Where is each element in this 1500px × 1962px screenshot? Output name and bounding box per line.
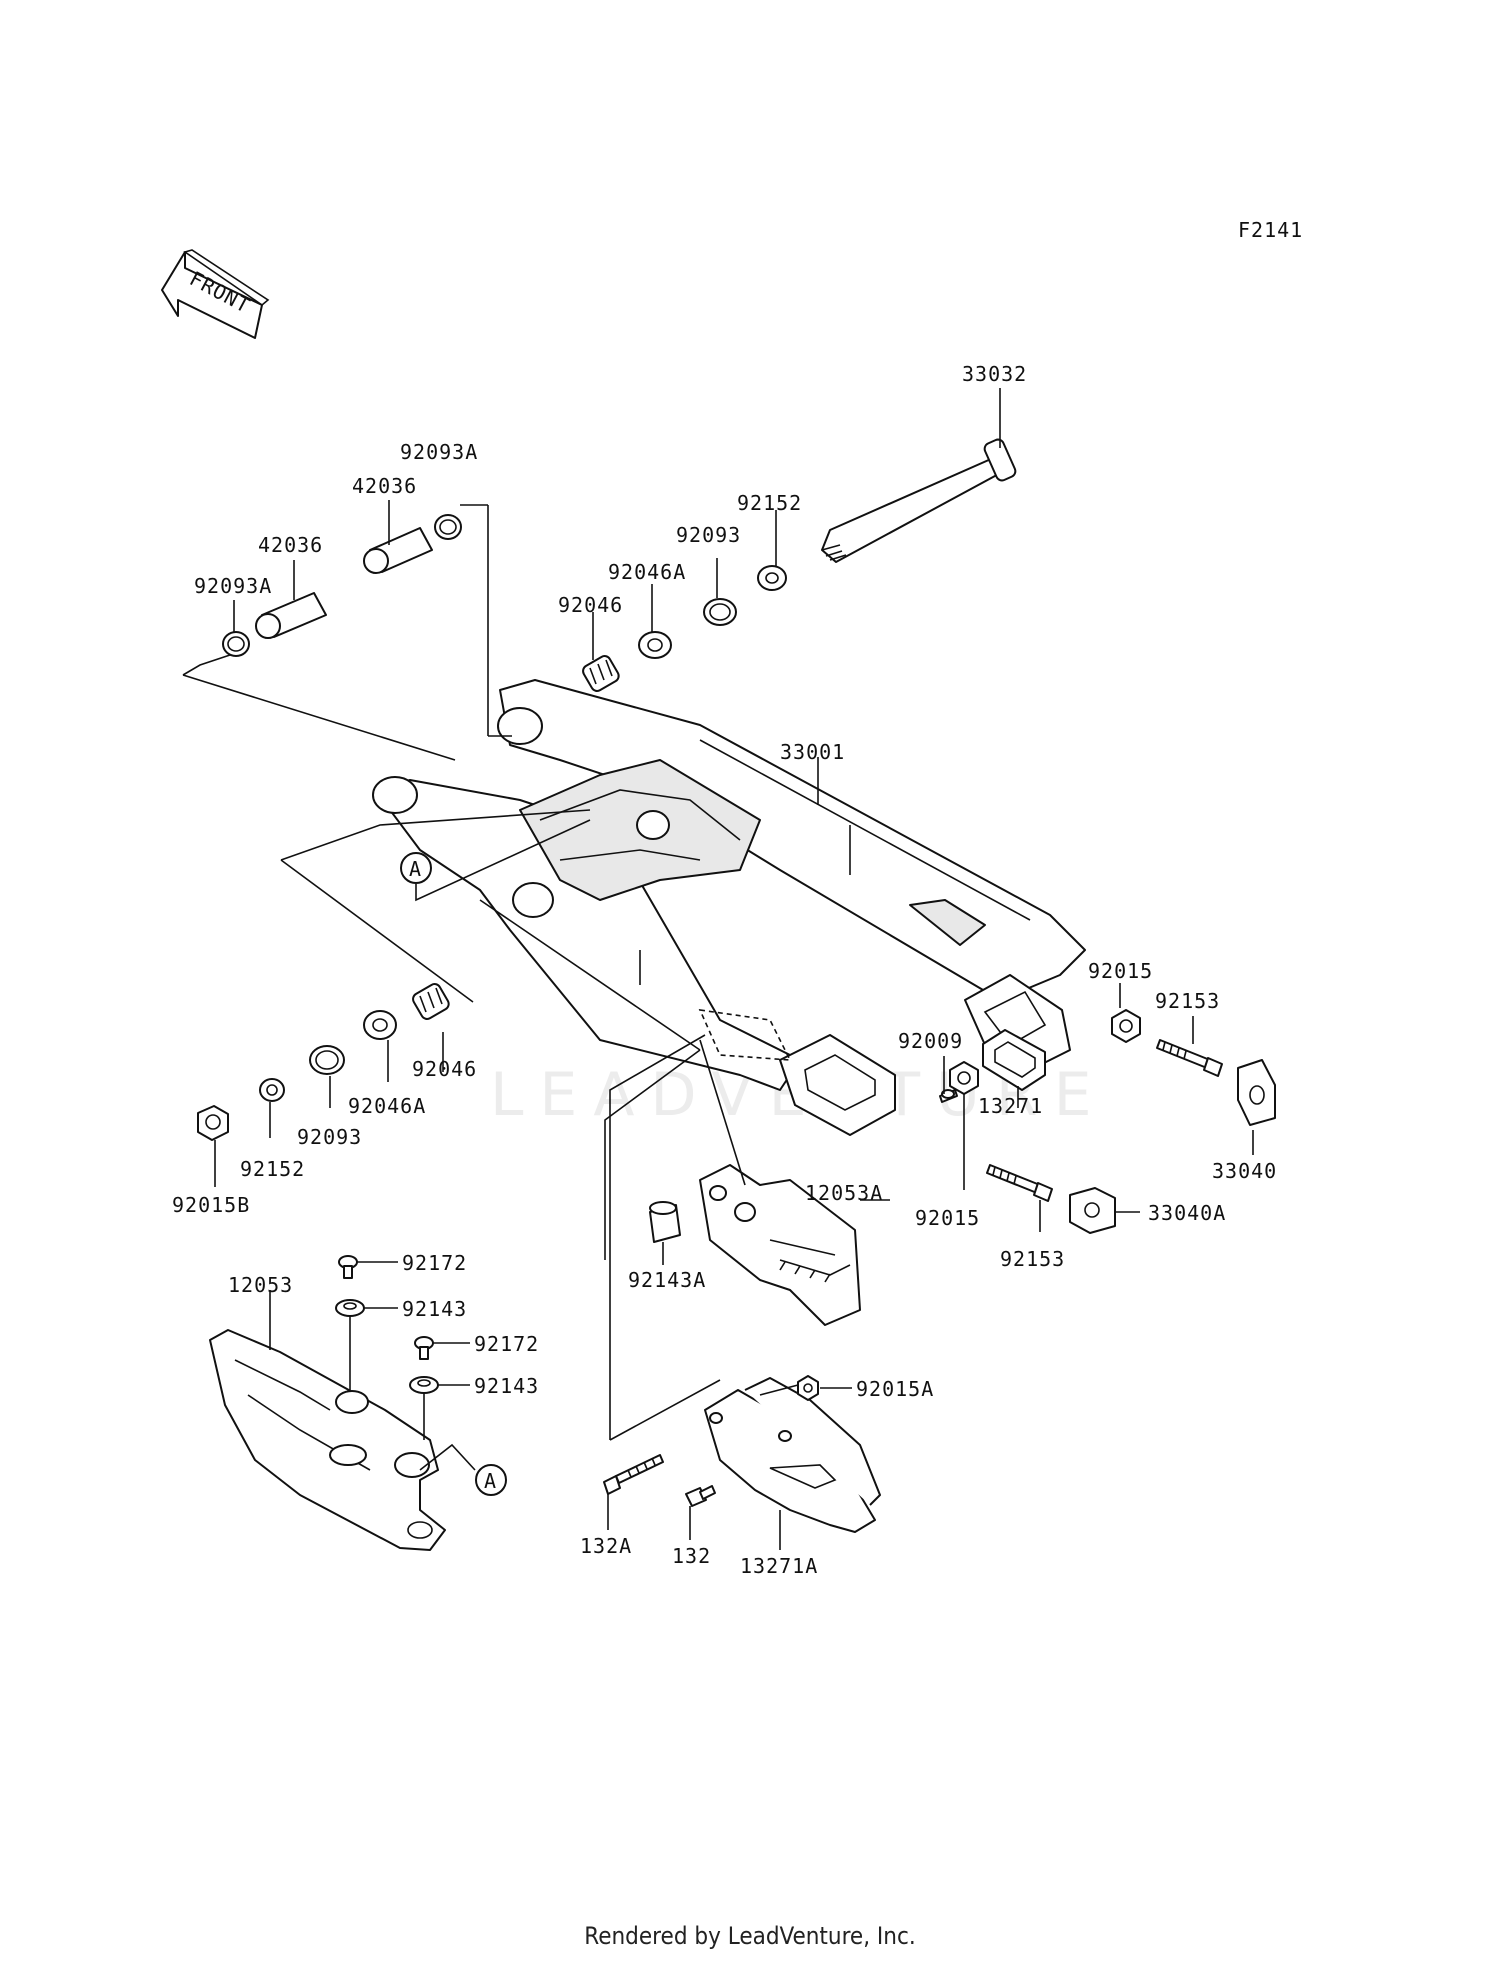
spacer-92143A [649, 1201, 681, 1243]
bolt-132 [685, 1485, 716, 1507]
leader-lines [182, 388, 1254, 1550]
nut-92015A [797, 1375, 819, 1401]
bolt-92153-right [1156, 1039, 1223, 1077]
label-92046A-bottom: 92046A [348, 1094, 426, 1118]
label-13271A: 13271A [740, 1554, 818, 1578]
label-92015A: 92015A [856, 1377, 934, 1401]
seal-92093A-left [222, 631, 250, 657]
label-92143A: 92143A [628, 1268, 706, 1292]
label-42036-left: 42036 [258, 533, 323, 557]
label-33040A: 33040A [1148, 1201, 1226, 1225]
label-12053: 12053 [228, 1273, 293, 1297]
label-92093-bottom: 92093 [297, 1125, 362, 1149]
part-labels: 33032 92093A 42036 42036 92093A 92152 92… [172, 362, 1277, 1578]
nut-92015B [197, 1105, 229, 1141]
seal-92093-top [703, 598, 737, 626]
label-92153-mid: 92153 [1000, 1247, 1065, 1271]
washer-92152-top [757, 565, 787, 591]
bearing-92046-bottom [412, 983, 450, 1020]
collar-92046A-top [638, 631, 672, 659]
seal-92093-bottom [309, 1045, 345, 1075]
label-33040: 33040 [1212, 1159, 1277, 1183]
label-92093A-left: 92093A [194, 574, 272, 598]
bearing-92046-top [582, 655, 620, 692]
chain-guide-13271A [704, 1377, 881, 1533]
label-92152-bottom: 92152 [240, 1157, 305, 1181]
nut-92015-mid [949, 1061, 979, 1095]
label-92015-right: 92015 [1088, 959, 1153, 983]
swingarm-body [372, 679, 1086, 1136]
callout-a-upper-label: A [409, 857, 422, 881]
washer-92143-b [409, 1376, 439, 1394]
label-92143-b: 92143 [474, 1374, 539, 1398]
callout-a-upper: A [400, 852, 432, 884]
collar-92046A-bottom [363, 1010, 397, 1040]
block-33040 [1237, 1059, 1276, 1126]
pivot-shaft-33032 [821, 438, 1017, 563]
collar-42036-top [363, 527, 433, 574]
nut-92015-right [1111, 1009, 1141, 1043]
bolt-132A [603, 1454, 664, 1495]
label-92046-top: 92046 [558, 593, 623, 617]
screw-92009 [939, 1089, 958, 1103]
collar-42036-left [255, 592, 327, 639]
block-33040A [1069, 1187, 1116, 1234]
washer-92152-bottom [259, 1078, 285, 1102]
label-92172-b: 92172 [474, 1332, 539, 1356]
label-92009: 92009 [898, 1029, 963, 1053]
label-92143-a: 92143 [402, 1297, 467, 1321]
label-92015B: 92015B [172, 1193, 250, 1217]
label-92093A-top: 92093A [400, 440, 478, 464]
label-13271: 13271 [978, 1094, 1043, 1118]
plate-13271 [982, 1029, 1046, 1091]
front-arrow-icon: FRONT [161, 249, 270, 339]
label-92015-mid: 92015 [915, 1206, 980, 1230]
label-92093-top: 92093 [676, 523, 741, 547]
footer-credit: Rendered by LeadVenture, Inc. [584, 1922, 916, 1950]
callout-a-lower-label: A [484, 1469, 497, 1493]
slider-12053 [209, 1329, 446, 1551]
label-33032: 33032 [962, 362, 1027, 386]
washer-92143-a [335, 1299, 365, 1317]
label-33001: 33001 [780, 740, 845, 764]
label-12053A: 12053A [805, 1181, 883, 1205]
label-132: 132 [672, 1544, 711, 1568]
bolt-92153-mid [986, 1164, 1053, 1202]
seal-92093A-top [434, 514, 462, 540]
label-92153-right: 92153 [1155, 989, 1220, 1013]
label-92152-top: 92152 [737, 491, 802, 515]
figure-code: F2141 [1238, 218, 1303, 242]
screw-92172-a [338, 1255, 358, 1279]
label-92046-bottom: 92046 [412, 1057, 477, 1081]
label-42036-top: 42036 [352, 474, 417, 498]
callout-a-lower: A [475, 1464, 507, 1496]
label-92172-a: 92172 [402, 1251, 467, 1275]
screw-92172-b [414, 1336, 434, 1360]
chain-guide-12053A [699, 1164, 861, 1326]
label-92046A-top: 92046A [608, 560, 686, 584]
label-132A: 132A [580, 1534, 632, 1558]
